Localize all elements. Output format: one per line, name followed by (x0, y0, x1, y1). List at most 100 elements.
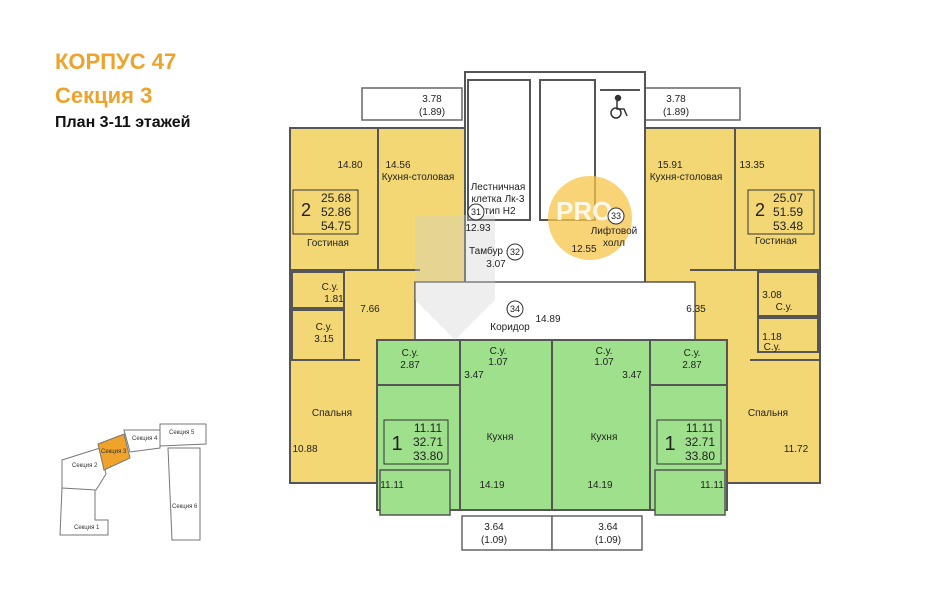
left2-wc1-area: 1.81 (324, 294, 344, 305)
right1-wc2-area: 1.07 (594, 357, 614, 368)
left1-area-total: 32.71 (413, 435, 443, 449)
room-31-marker (467, 203, 485, 221)
right2-kitchen-area: 15.91 (657, 160, 682, 171)
lift-hall-label: Лифтовой (591, 225, 638, 237)
balcony-left-top-sub: (1.89) (419, 107, 445, 118)
watermark-circle (548, 176, 632, 260)
key-label-5: Секция 5 (169, 430, 195, 436)
wheelchair-icon (610, 94, 628, 119)
right2-area-total: 51.59 (773, 205, 803, 219)
balcony-left-top-area: 3.78 (422, 94, 442, 105)
left2-rooms: 2 (301, 200, 311, 220)
watermark-text: PRO (556, 196, 612, 226)
left1-kitchen-label: Кухня (487, 432, 514, 443)
corridor-area (414, 281, 696, 341)
left1-area-balcony: 33.80 (413, 449, 443, 463)
left2-kitchen-label: Кухня-столовая (382, 172, 455, 183)
left1-rooms: 1 (391, 433, 402, 455)
left1-wc-label: С.у. (402, 348, 419, 359)
right1-rooms: 1 (664, 433, 675, 455)
left1-area-living: 11.11 (414, 421, 443, 435)
balcony-left-top (361, 87, 463, 121)
left2-bedroom-area: 10.88 (292, 444, 317, 455)
right1-area-living: 11.11 (686, 421, 715, 435)
building-title: КОРПУС 47 (55, 49, 177, 74)
balcony-right-bottom (551, 515, 643, 551)
room-34-marker (506, 300, 524, 318)
tambour-area: 3.07 (486, 259, 506, 270)
right1-area-balcony: 33.80 (685, 449, 715, 463)
key-label-1: Секция 1 (74, 525, 100, 531)
key-section-3[interactable] (97, 433, 131, 471)
right1-wc-label: С.у. (684, 348, 701, 359)
tambour-no: 32 (510, 247, 520, 257)
balcony-left-bot-area: 3.64 (484, 522, 504, 533)
right2-wc2-label: С.у. (764, 342, 781, 353)
corridor-no: 34 (510, 304, 520, 314)
right2-living-area: 13.35 (739, 160, 764, 171)
key-section-5[interactable] (159, 423, 207, 447)
left1-area-box (383, 419, 449, 465)
right1-hall-area: 3.47 (622, 370, 642, 381)
left1-wc-area: 2.87 (400, 360, 420, 371)
left2-area-box (292, 189, 359, 235)
key-section-4[interactable] (123, 429, 161, 453)
stair-type: тип Н2 (484, 206, 516, 217)
right2-hall-area: 6.35 (686, 304, 706, 315)
left1-wc2-area: 1.07 (488, 357, 508, 368)
left2-area-balcony: 54.75 (321, 219, 351, 233)
bay-left (379, 469, 451, 516)
left2-area-total: 52.86 (321, 205, 351, 219)
left1-hall-area: 3.47 (464, 370, 484, 381)
left1-room-area: 11.11 (380, 480, 404, 491)
left2-hall-area: 7.66 (360, 304, 380, 315)
key-label-6: Секция 6 (172, 504, 198, 510)
left2-wc2-label: С.у. (316, 322, 333, 333)
balcony-left-bot-sub: (1.09) (481, 535, 507, 546)
right2-area-balcony: 53.48 (773, 219, 803, 233)
stair-no: 31 (471, 207, 481, 217)
key-section-6[interactable] (167, 447, 201, 541)
section-key-map: Секция 1 Секция 2 Секция 3 Секция 4 Секц… (59, 423, 207, 541)
watermark-shape (415, 215, 495, 340)
balcony-right-top-sub: (1.89) (663, 107, 689, 118)
right2-wc2-area: 1.18 (762, 332, 782, 343)
left2-area-living: 25.68 (321, 191, 351, 205)
lift-no: 33 (611, 211, 621, 221)
right2-area-box (747, 189, 815, 235)
left2-living-area: 14.80 (337, 160, 362, 171)
balcony-right-bot-area: 3.64 (598, 522, 618, 533)
right1-wc-area: 2.87 (682, 360, 702, 371)
stair-name2: клетка Лк-3 (472, 194, 525, 205)
left2-wc1-label: С.у. (322, 282, 339, 293)
room-33-marker (607, 207, 625, 225)
balcony-right-top-area: 3.78 (666, 94, 686, 105)
key-label-4: Секция 4 (132, 436, 158, 442)
right2-area-living: 25.07 (773, 191, 803, 205)
room-32-marker (506, 243, 524, 261)
right2-living-label: Гостиная (755, 236, 797, 247)
section-title: Секция 3 (55, 83, 153, 108)
stair-area: 12.93 (465, 223, 490, 234)
key-label-3: Секция 3 (101, 449, 127, 455)
floors-title: План 3-11 этажей (55, 114, 191, 131)
interior-walls (290, 79, 820, 510)
left2-kitchen-area: 14.56 (385, 160, 410, 171)
tambour-label: Тамбур (469, 245, 503, 257)
left1-kitchen-area: 14.19 (479, 480, 504, 491)
stair-name: Лестничная (471, 182, 526, 193)
balcony-right-top (639, 87, 741, 121)
right1-room-area: 11.11 (700, 480, 724, 491)
right2-bedroom-label: Спальня (748, 408, 788, 419)
left1-wc2-label: С.у. (490, 346, 507, 357)
key-label-2: Секция 2 (72, 463, 98, 469)
left2-bedroom-label: Спальня (312, 408, 352, 419)
right2-bedroom-area: 11.72 (784, 444, 809, 455)
key-section-2[interactable] (61, 447, 107, 491)
right1-kitchen-label: Кухня (591, 432, 618, 443)
bay-right (654, 469, 726, 516)
right1-area-total: 32.71 (685, 435, 715, 449)
right2-wc1-label: С.у. (776, 302, 793, 313)
left2-living-label: Гостиная (307, 238, 349, 249)
right2-rooms: 2 (755, 200, 765, 220)
